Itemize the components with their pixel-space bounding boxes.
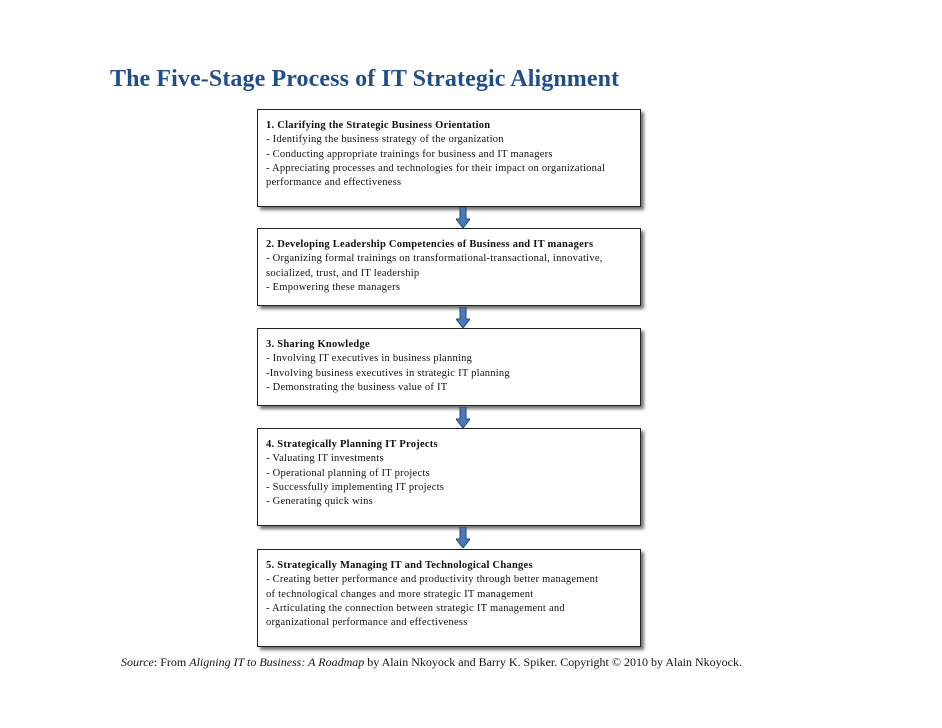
stage-title: 4. Strategically Planning IT Projects [266, 439, 438, 450]
stage-title: 3. Sharing Knowledge [266, 339, 370, 350]
down-arrow-shape [456, 527, 470, 548]
down-arrow-shape [456, 207, 470, 228]
diagram-title: The Five-Stage Process of IT Strategic A… [110, 66, 620, 92]
stage-line: - Creating better performance and produc… [266, 574, 599, 586]
stage-box-5: 5. Strategically Managing IT and Technol… [257, 549, 641, 647]
stage-line: - Identifying the business strategy of t… [266, 134, 504, 146]
stage-line: performance and effectiveness [266, 177, 402, 189]
stage-line: - Conducting appropriate trainings for b… [266, 148, 553, 160]
down-arrow-icon [456, 407, 470, 428]
stage-line: - Appreciating processes and technologie… [266, 162, 606, 174]
source-prefix: : From [153, 655, 190, 669]
down-arrow-icon [456, 307, 470, 328]
stage-title: 5. Strategically Managing IT and Technol… [266, 560, 533, 571]
down-arrow-icon [456, 527, 470, 548]
stage-line: socialized, trust, and IT leadership [266, 267, 420, 279]
stage-box-3: 3. Sharing Knowledge - Involving IT exec… [257, 328, 641, 406]
stage-line: - Articulating the connection between st… [266, 602, 565, 614]
stage-line: - Generating quick wins [266, 496, 373, 508]
stage-title: 1. Clarifying the Strategic Business Ori… [266, 120, 491, 131]
stage-line: - Valuating IT investments [266, 453, 384, 465]
stage-line: -Involving business executives in strate… [266, 367, 510, 379]
source-rest: by Alain Nkoyock and Barry K. Spiker. Co… [364, 655, 742, 669]
stage-title: 2. Developing Leadership Competencies of… [266, 239, 594, 250]
stage-line: of technological changes and more strate… [266, 588, 534, 600]
source-book-title: Aligning IT to Business: A Roadmap [189, 655, 365, 669]
stage-line: - Organizing formal trainings on transfo… [266, 253, 603, 265]
stage-box-2: 2. Developing Leadership Competencies of… [257, 228, 641, 306]
stage-line: organizational performance and effective… [266, 617, 468, 629]
down-arrow-shape [456, 407, 470, 428]
source-label: Source [121, 655, 154, 669]
stage-box-4: 4. Strategically Planning IT Projects - … [257, 428, 641, 526]
stage-line: - Operational planning of IT projects [266, 467, 430, 479]
down-arrow-shape [456, 307, 470, 328]
down-arrow-icon [456, 207, 470, 228]
stage-line: - Involving IT executives in business pl… [266, 353, 473, 365]
stage-line: - Successfully implementing IT projects [266, 481, 445, 493]
source-citation: Source: From Aligning IT to Business: A … [121, 655, 742, 670]
stage-box-1: 1. Clarifying the Strategic Business Ori… [257, 109, 641, 207]
stage-line: - Demonstrating the business value of IT [266, 381, 448, 393]
stage-line: - Empowering these managers [266, 281, 401, 293]
